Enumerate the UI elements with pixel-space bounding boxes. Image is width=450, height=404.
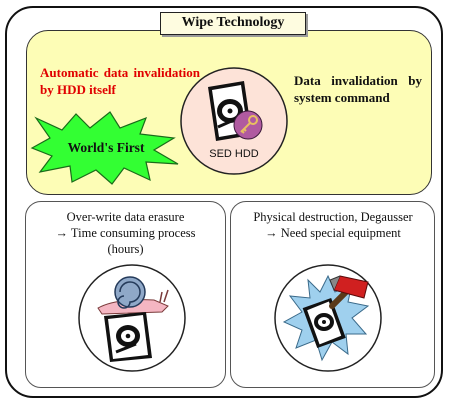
destruction-title: Physical destruction, Degausser xyxy=(253,210,413,224)
auto-invalidation-text: Automatic data invalidation by HDD itsel… xyxy=(40,65,200,97)
overwrite-title: Over-write data erasure xyxy=(66,210,185,224)
hammer-icon xyxy=(329,275,369,309)
destruction-graphic xyxy=(274,264,382,372)
badge-text: World's First xyxy=(68,140,145,155)
snail-icon xyxy=(97,276,169,315)
diagram-title: Wipe Technology xyxy=(160,12,306,35)
outer-frame xyxy=(5,6,443,398)
worlds-first-badge: World's First xyxy=(30,111,179,185)
destruction-note: → Need special equipment xyxy=(265,226,401,240)
overwrite-note: → Time consuming process (hours) xyxy=(55,226,196,256)
hdd-icon xyxy=(302,297,346,348)
sed-hdd-label: SED HDD xyxy=(209,148,259,160)
system-command-text: Data invalidation by system command xyxy=(294,73,422,105)
sed-hdd-graphic: SED HDD xyxy=(180,67,288,175)
destruction-text: Physical destruction, Degausser → Need s… xyxy=(238,209,428,241)
starburst-badge-icon xyxy=(30,111,179,185)
key-icon xyxy=(233,110,263,140)
overwrite-graphic xyxy=(78,264,186,372)
overwrite-text: Over-write data erasure → Time consuming… xyxy=(38,209,213,257)
hdd-icon xyxy=(104,312,152,362)
